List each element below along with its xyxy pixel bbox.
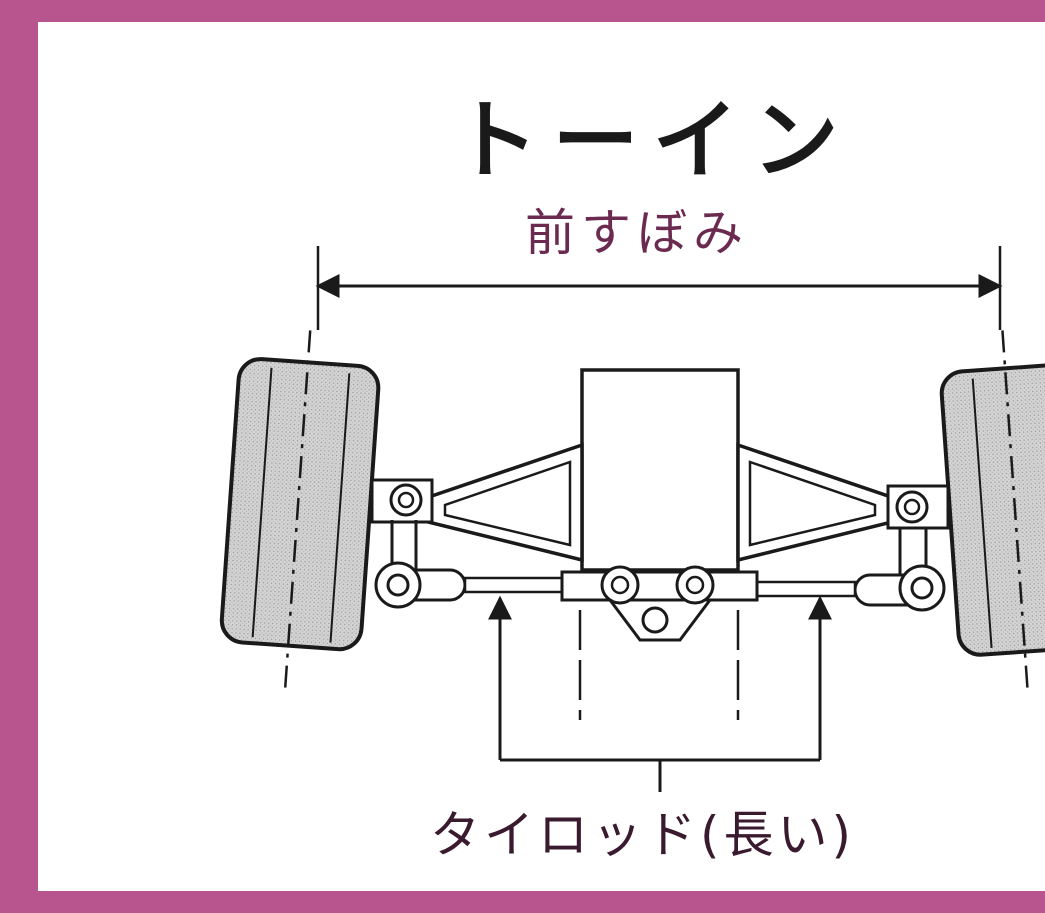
chassis xyxy=(580,368,740,572)
callout-bracket xyxy=(488,595,832,792)
steering-center-link xyxy=(560,565,759,642)
left-suspension-arm xyxy=(370,442,584,572)
tie-rod-label: タイロッド(長い) xyxy=(430,806,856,864)
front-narrowing-label: 前すぼみ xyxy=(525,204,749,262)
left-tire xyxy=(219,330,381,690)
chassis-guide-lines xyxy=(578,610,740,720)
tie-rods xyxy=(374,561,946,612)
right-suspension-arm xyxy=(736,442,950,575)
diagram-title: トーイン xyxy=(452,91,853,191)
dimension-line xyxy=(315,246,1003,330)
right-tire xyxy=(939,330,1045,690)
